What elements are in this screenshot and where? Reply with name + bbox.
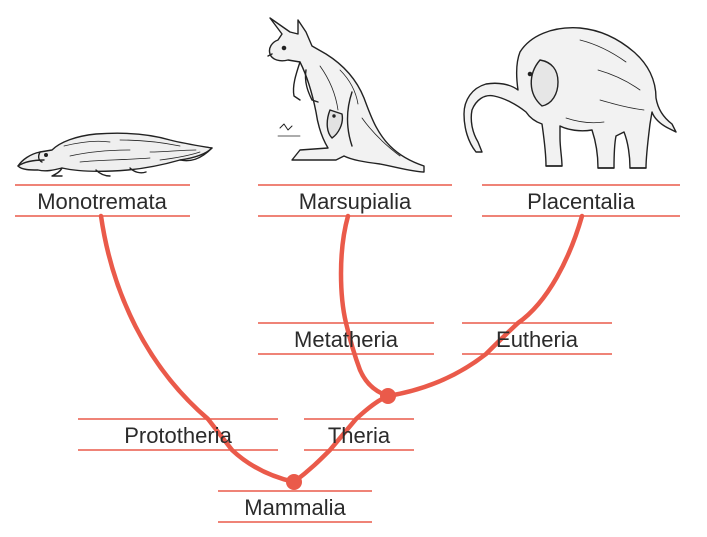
kangaroo-illustration [267, 17, 425, 173]
branch-marsupialia [338, 213, 391, 399]
label-marsupialia: Marsupialia [299, 189, 412, 214]
branch-theria [291, 393, 391, 485]
label-prototheria: Prototheria [124, 423, 232, 448]
platypus-illustration [17, 132, 213, 177]
label-rules [15, 184, 680, 523]
label-placentalia: Placentalia [527, 189, 635, 214]
tree-branches [98, 213, 585, 485]
mammalia-node [286, 474, 302, 490]
label-monotremata: Monotremata [37, 189, 167, 214]
branch-placentalia [385, 213, 585, 399]
label-eutheria: Eutheria [496, 327, 579, 352]
label-theria: Theria [328, 423, 391, 448]
label-mammalia: Mammalia [244, 495, 346, 520]
label-metatheria: Metatheria [294, 327, 399, 352]
branch-monotremata [98, 213, 297, 485]
elephant-illustration [463, 27, 677, 169]
theria-node [380, 388, 396, 404]
